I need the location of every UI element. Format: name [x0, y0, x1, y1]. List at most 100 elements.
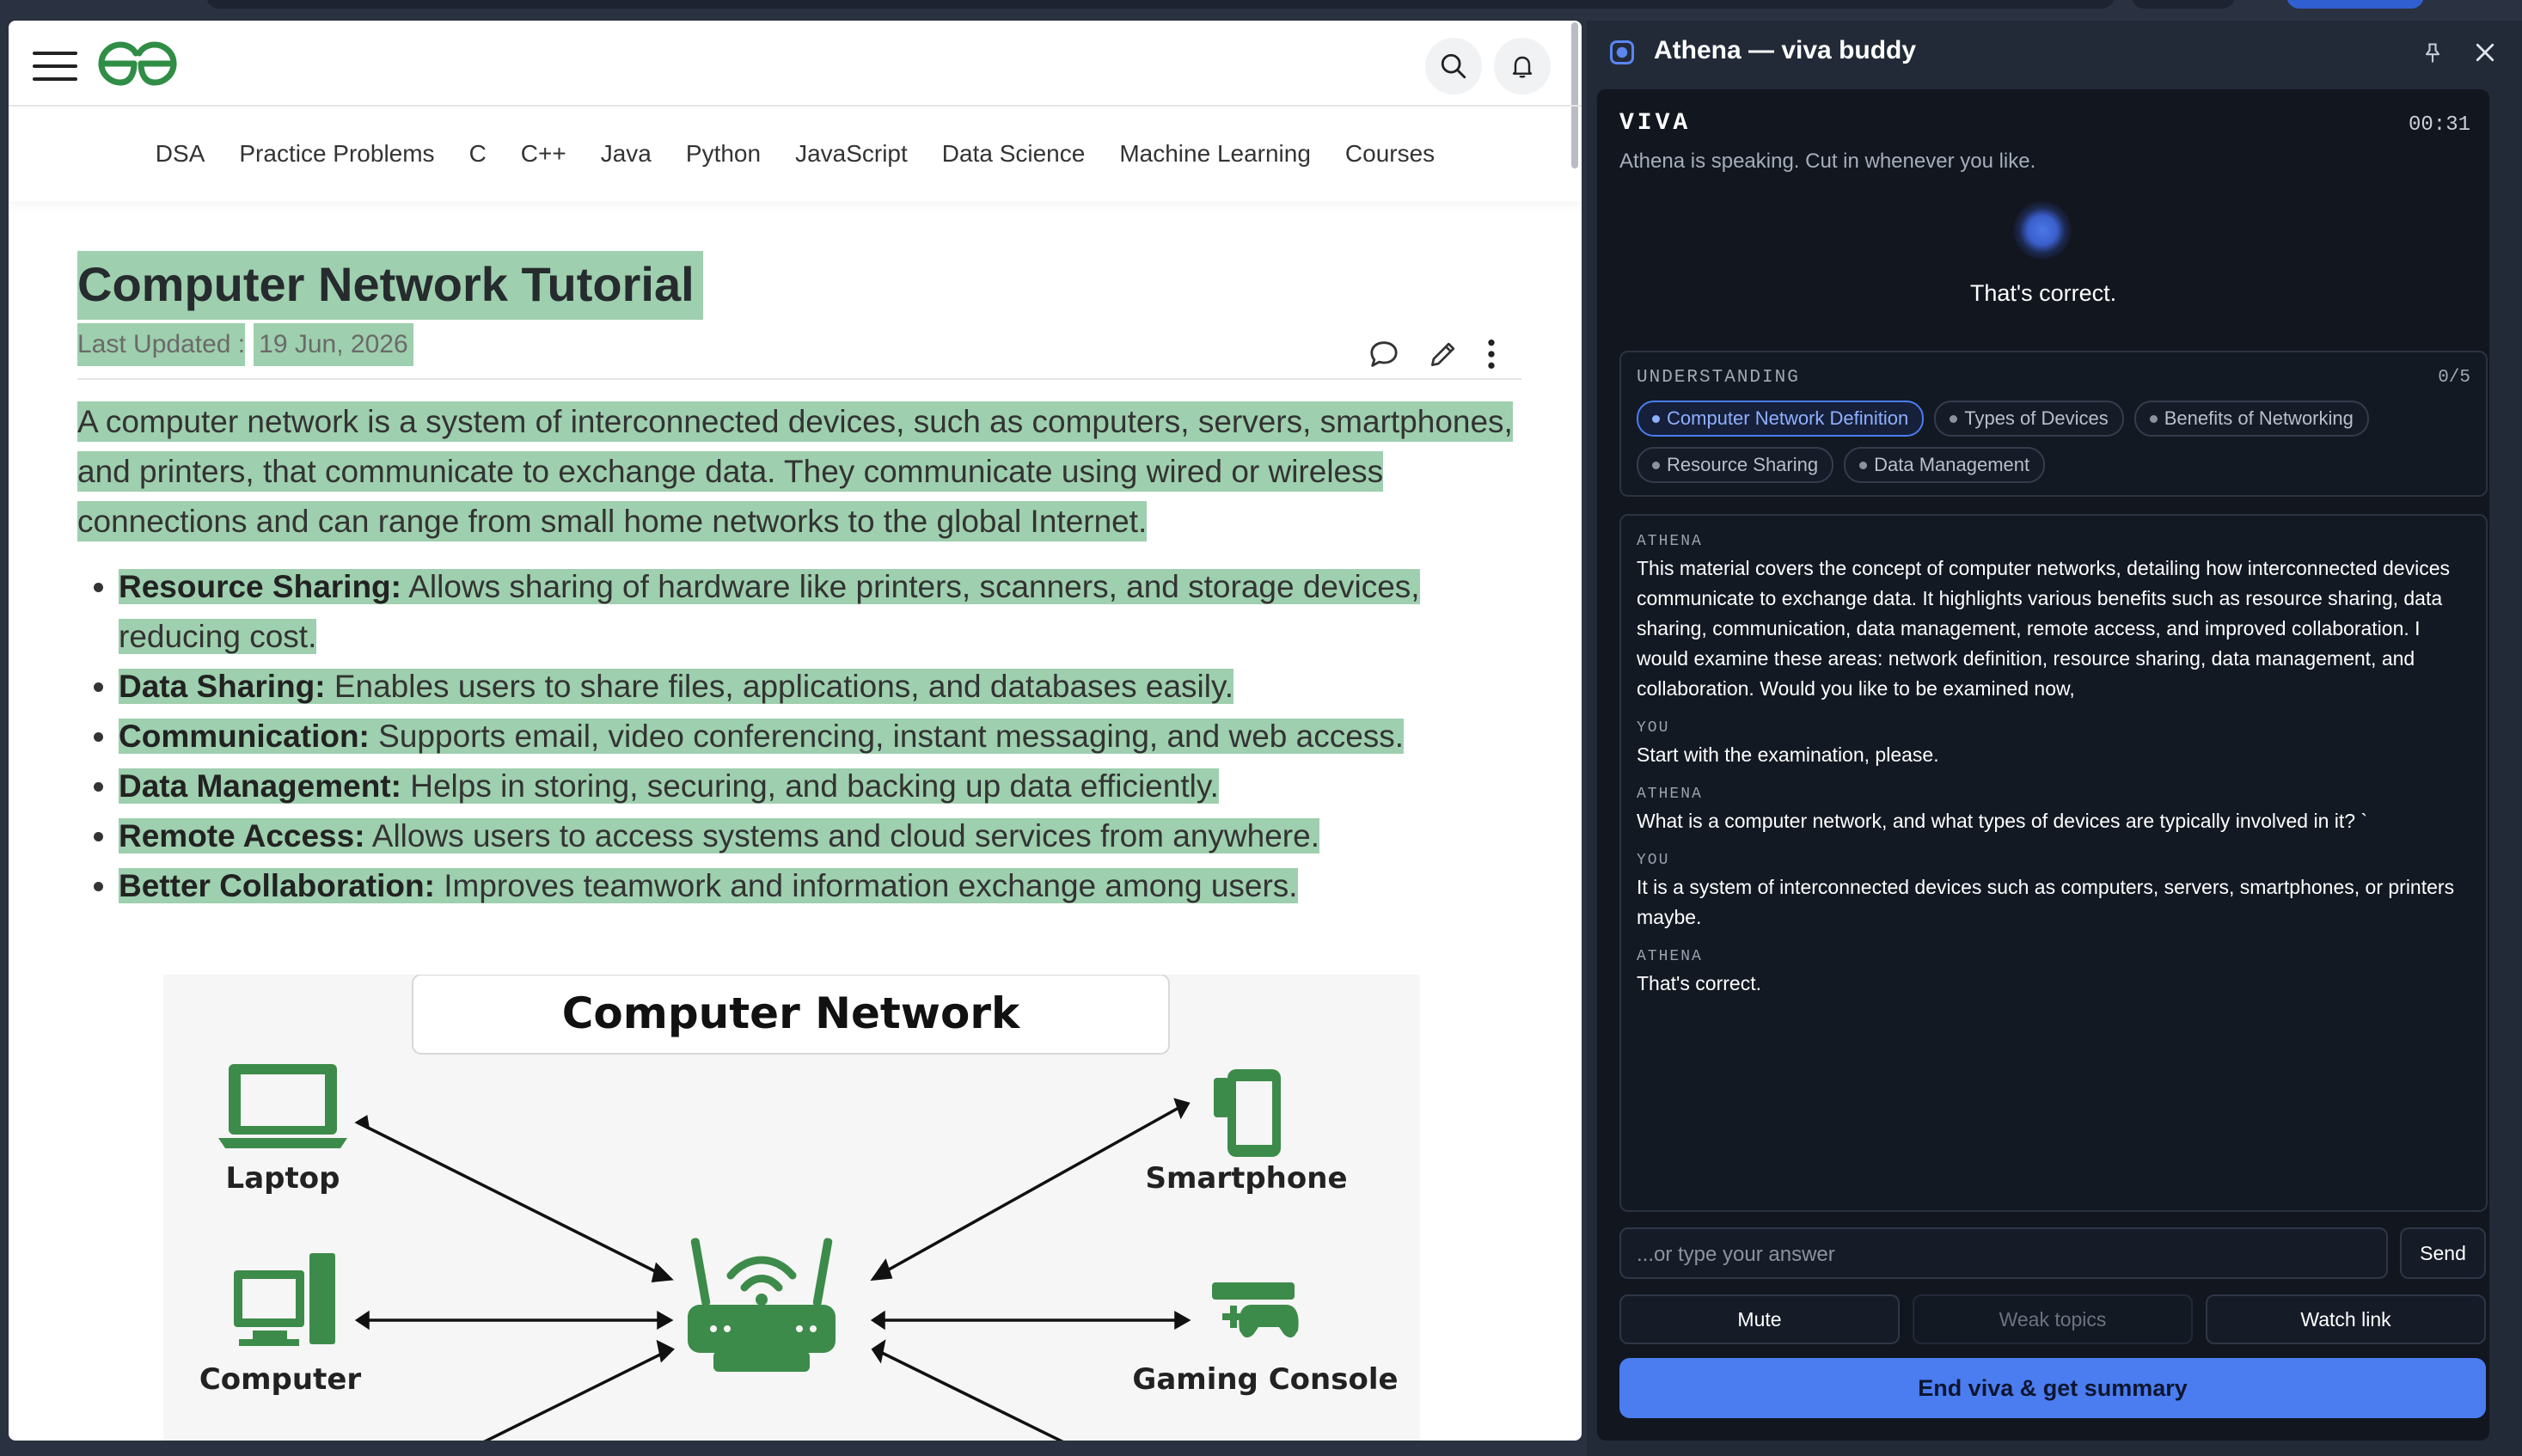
benefit-term: Data Management:: [119, 768, 401, 804]
benefit-term: Remote Access:: [119, 818, 365, 853]
topic-chip-label: Benefits of Networking: [2164, 407, 2354, 429]
answer-input[interactable]: ...or type your answer: [1619, 1227, 2388, 1279]
message-speaker: ATHENA: [1637, 948, 1703, 965]
browser-toolbar-button-primary[interactable]: [2286, 0, 2424, 9]
address-bar[interactable]: [206, 0, 2115, 9]
benefit-line: Remote Access: Allows users to access sy…: [119, 818, 1319, 853]
bell-icon: [1512, 56, 1533, 78]
edit-icon[interactable]: [1427, 337, 1460, 371]
benefits-list: Resource Sharing: Allows sharing of hard…: [77, 562, 1521, 911]
nav-link[interactable]: C: [468, 140, 487, 167]
updated-label: Last Updated :: [77, 323, 246, 366]
panel-title: Athena — viva buddy: [1654, 36, 1917, 64]
topic-chip[interactable]: Benefits of Networking: [2133, 401, 2369, 437]
watch-link-button[interactable]: Watch link: [2206, 1294, 2486, 1344]
menu-icon[interactable]: [33, 52, 77, 83]
article: Computer Network Tutorial Last Updated :…: [77, 251, 1521, 911]
benefit-description: Supports email, video conferencing, inst…: [369, 719, 1405, 754]
benefit-term: Data Sharing:: [119, 669, 326, 704]
viva-body: VIVA 00:31 Athena is speaking. Cut in wh…: [1597, 89, 2489, 1441]
page-scrollbar[interactable]: [1571, 22, 1578, 168]
topic-dot-icon: [1652, 414, 1660, 423]
message-text: Start with the examination, please.: [1637, 743, 1939, 766]
updated-date: 19 Jun, 2026: [254, 323, 413, 366]
topic-chip-label: Types of Devices: [1964, 407, 2109, 429]
topic-dot-icon: [2149, 414, 2158, 423]
connection-arrows: [354, 1098, 1191, 1441]
end-viva-button[interactable]: End viva & get summary: [1619, 1358, 2486, 1418]
benefit-description-cont: reducing cost.: [119, 619, 317, 654]
nav-link[interactable]: DSA: [155, 140, 205, 167]
diagram-title: Computer Network: [562, 988, 1021, 1038]
search-icon: [1441, 53, 1466, 79]
benefit-item: Data Management: Helps in storing, secur…: [119, 762, 1521, 811]
intro-line: A computer network is a system of interc…: [77, 401, 1513, 442]
topic-chip[interactable]: Types of Devices: [1934, 401, 2124, 437]
close-icon[interactable]: [2472, 40, 2498, 65]
pin-icon[interactable]: [2421, 40, 2445, 67]
nav-link[interactable]: Practice Problems: [239, 140, 435, 167]
benefit-line: Data Management: Helps in storing, secur…: [119, 768, 1219, 804]
title-divider: [77, 378, 1521, 380]
nav-link[interactable]: Python: [685, 140, 762, 167]
nav-link[interactable]: Machine Learning: [1119, 140, 1311, 167]
mute-button[interactable]: Mute: [1619, 1294, 1900, 1344]
topic-chip[interactable]: Computer Network Definition: [1637, 401, 1925, 437]
athena-logo-icon: [1610, 40, 1634, 64]
speaking-text: That's correct.: [1969, 280, 2117, 306]
benefit-term: Communication:: [119, 719, 370, 754]
benefit-line: Better Collaboration: Improves teamwork …: [119, 868, 1298, 903]
browser-toolbar-button[interactable]: [2132, 0, 2235, 9]
network-diagram-graphic: Computer Network Laptop Smartphone: [199, 974, 1399, 1441]
smartphone-label: Smartphone: [1145, 1161, 1347, 1196]
nav-link[interactable]: Courses: [1344, 140, 1435, 167]
intro-line: connections and can range from small hom…: [77, 501, 1148, 541]
viva-status: Athena is speaking. Cut in whenever you …: [1619, 150, 2036, 173]
topic-dot-icon: [1950, 414, 1958, 423]
message-speaker: ATHENA: [1637, 786, 1703, 803]
understanding-card: UNDERSTANDING 0/5 Computer Network Defin…: [1619, 351, 2488, 497]
computer-icon: [234, 1253, 335, 1346]
laptop-label: Laptop: [226, 1161, 340, 1196]
web-page: DSA Practice Problems C C++ Java Python JavaSc…: [9, 21, 1582, 1441]
intro-line: and printers, that communicate to exchan…: [77, 451, 1384, 492]
benefit-term: Better Collaboration:: [119, 868, 435, 903]
comment-icon[interactable]: [1367, 337, 1401, 371]
understanding-count: 0/5: [2438, 368, 2470, 388]
mode-label: VIVA: [1619, 110, 1692, 137]
router-icon: [688, 1238, 836, 1372]
nav-link[interactable]: JavaScript: [795, 140, 908, 167]
benefit-term: Resource Sharing:: [119, 569, 401, 604]
benefit-line: Data Sharing: Enables users to share fil…: [119, 669, 1234, 704]
benefit-description: Improves teamwork and information exchan…: [434, 868, 1298, 903]
network-diagram: Computer Network Laptop Smartphone: [163, 974, 1420, 1441]
gfg-logo[interactable]: [95, 38, 181, 89]
article-meta: Last Updated : 19 Jun, 2026: [77, 323, 1521, 366]
benefit-description: Allows users to access systems and cloud…: [364, 818, 1319, 853]
site-header: [9, 21, 1582, 107]
send-button[interactable]: Send: [2400, 1227, 2486, 1279]
topic-chip[interactable]: Resource Sharing: [1637, 447, 1834, 483]
gaming-console-label: Gaming Console: [1132, 1362, 1398, 1397]
more-options-icon[interactable]: [1485, 337, 1497, 371]
search-button[interactable]: [1425, 38, 1482, 95]
notifications-button[interactable]: [1494, 38, 1551, 95]
message-speaker: YOU: [1637, 852, 1670, 869]
topic-chips: Computer Network Definition Types of Devi…: [1637, 401, 2479, 483]
topic-nav: DSA Practice Problems C C++ Java Python JavaSc…: [9, 107, 1582, 201]
benefit-description: Allows sharing of hardware like printers…: [401, 569, 1420, 604]
article-title: Computer Network Tutorial: [77, 251, 703, 320]
nav-link[interactable]: Java: [600, 140, 652, 167]
weak-topics-button[interactable]: Weak topics: [1913, 1294, 2193, 1344]
nav-link[interactable]: Data Science: [941, 140, 1086, 167]
benefit-line: Communication: Supports email, video con…: [119, 719, 1405, 754]
smartphone-icon: [1214, 1069, 1281, 1157]
intro-paragraph: A computer network is a system of interc…: [77, 397, 1521, 547]
nav-link[interactable]: C++: [520, 140, 566, 167]
benefit-line: Resource Sharing: Allows sharing of hard…: [119, 569, 1420, 604]
athena-panel: Athena — viva buddy VIVA 00:31 Athena is…: [1587, 21, 2522, 1456]
topic-chip-label: Computer Network Definition: [1667, 407, 1909, 429]
topic-chip[interactable]: Data Management: [1844, 447, 2046, 483]
